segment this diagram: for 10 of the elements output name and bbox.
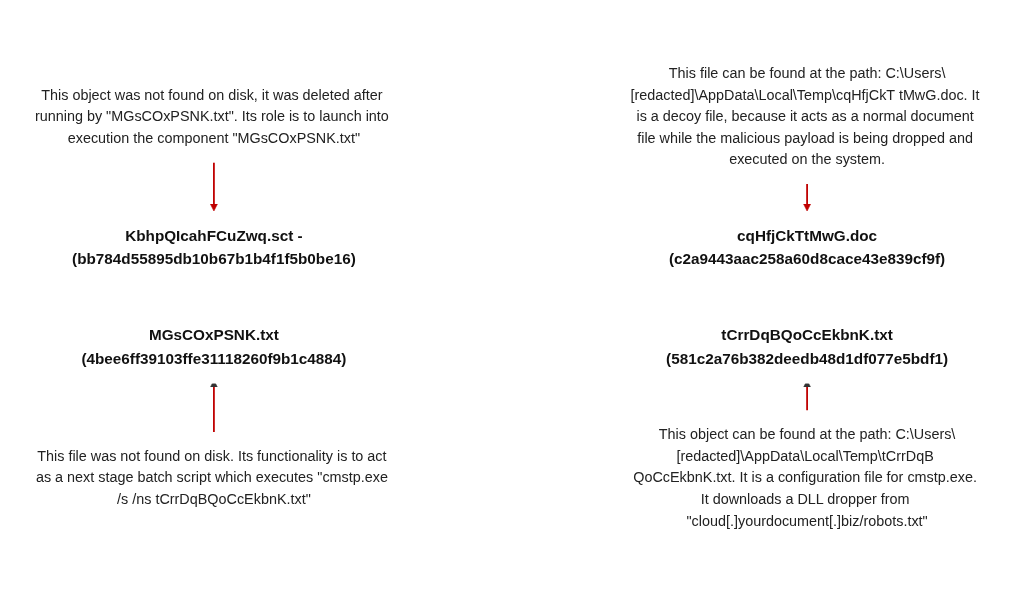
node-text: This file can be found at the path: C:\Users\[redacted]\AppData\Local\Temp\cqHfjCkT tMwG.doc. It is a decoy file, because it acts as a normal document file while the malicious payload is being dropped and executed on the system. bbox=[630, 65, 980, 167]
node-text: This object was not found on disk, it was deleted after running by "MGsCOxPSNK.txt". Its role is to launch into execution the component "MGsCOxPSNK.txt" bbox=[34, 86, 389, 146]
node-text: cqHfjCkTtMwG.doc (c2a9443aac258a60d8cace43e839cf9f) bbox=[669, 226, 946, 267]
arrow bbox=[209, 161, 218, 212]
node-text: KbhpQIcahFCuZwq.sct - (bb784d55895db10b67b1b4f1f5b0be16) bbox=[72, 226, 356, 267]
node-text: This file was not found on disk. Its functionality is to act as a next stage batch script which executes "cmstp.exe /s /ns tCrrDqBQoCcEkbnK.txt" bbox=[35, 447, 388, 507]
node-text: tCrrDqBQoCcEkbnK.txt (581c2a76b382deedb48d1df077e5bdf1) bbox=[666, 326, 949, 367]
node-text: This object can be found at the path: C:\Users\[redacted]\AppData\Local\Temp\tCrrDqB QoCcEkbnK.txt. It is a configuration file for cmstp.exe. It downloads a DLL dropper from "cloud[.]yourdocument[.]biz/robots.txt" bbox=[633, 426, 977, 528]
arrow bbox=[803, 182, 812, 212]
node-text: MGsCOxPSNK.txt (4bee6ff39103ffe31118260f9b1c4884) bbox=[81, 326, 347, 367]
